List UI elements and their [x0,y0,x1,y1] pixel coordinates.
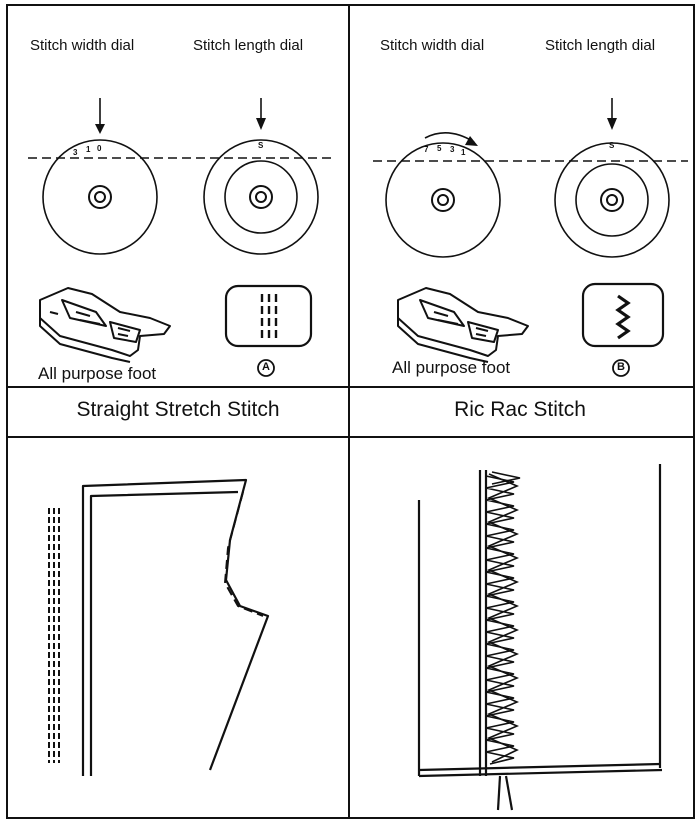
right-presser-foot [397,287,529,363]
right-pattern-letter: B [617,361,625,373]
right-length-dial-label: Stitch length dial [545,37,656,54]
frame-left [6,4,8,819]
right-pattern-letter-circle [612,359,630,377]
frame-bottom [6,817,695,819]
left-width-dial-label: Stitch width dial [30,37,135,54]
left-presser-foot [39,287,171,363]
straight-stretch-garment [81,478,270,776]
straight-stretch-stitch-row [48,508,60,763]
right-length-dial [554,98,670,258]
center-divider [348,4,350,819]
left-length-dial-label: Stitch length dial [193,37,304,54]
right-pattern-box [581,282,665,348]
right-width-mark-3: 3 [450,145,455,154]
left-width-mark-3: 0 [97,144,102,153]
ric-rac-stitch-row [485,471,521,765]
right-width-mark-1: 7 [424,145,429,154]
left-pattern-letter: A [262,361,270,373]
left-section-title: Straight Stretch Stitch [76,398,280,421]
right-width-mark-4: 1 [461,148,466,157]
row-divider-bottom [6,436,695,438]
right-width-dial-label: Stitch width dial [380,37,485,54]
frame-right [693,4,695,819]
right-width-mark-2: 5 [437,144,442,153]
frame-top [6,4,695,6]
left-length-dial [203,98,319,255]
ric-rac-garment [417,464,663,811]
left-width-dial [42,98,158,255]
left-pattern-box [224,284,313,348]
row-divider-top [6,386,695,388]
left-pattern-letter-circle [257,359,275,377]
left-width-mark-1: 3 [73,148,78,157]
right-foot-label: All purpose foot [392,358,511,377]
right-length-mark: S [609,141,615,150]
left-width-dial-outer [42,139,158,255]
left-length-mark: S [258,141,264,150]
left-foot-label: All purpose foot [38,364,157,383]
right-width-dial [385,132,501,258]
left-width-mark-2: 1 [86,145,91,154]
right-section-title: Ric Rac Stitch [454,398,586,421]
